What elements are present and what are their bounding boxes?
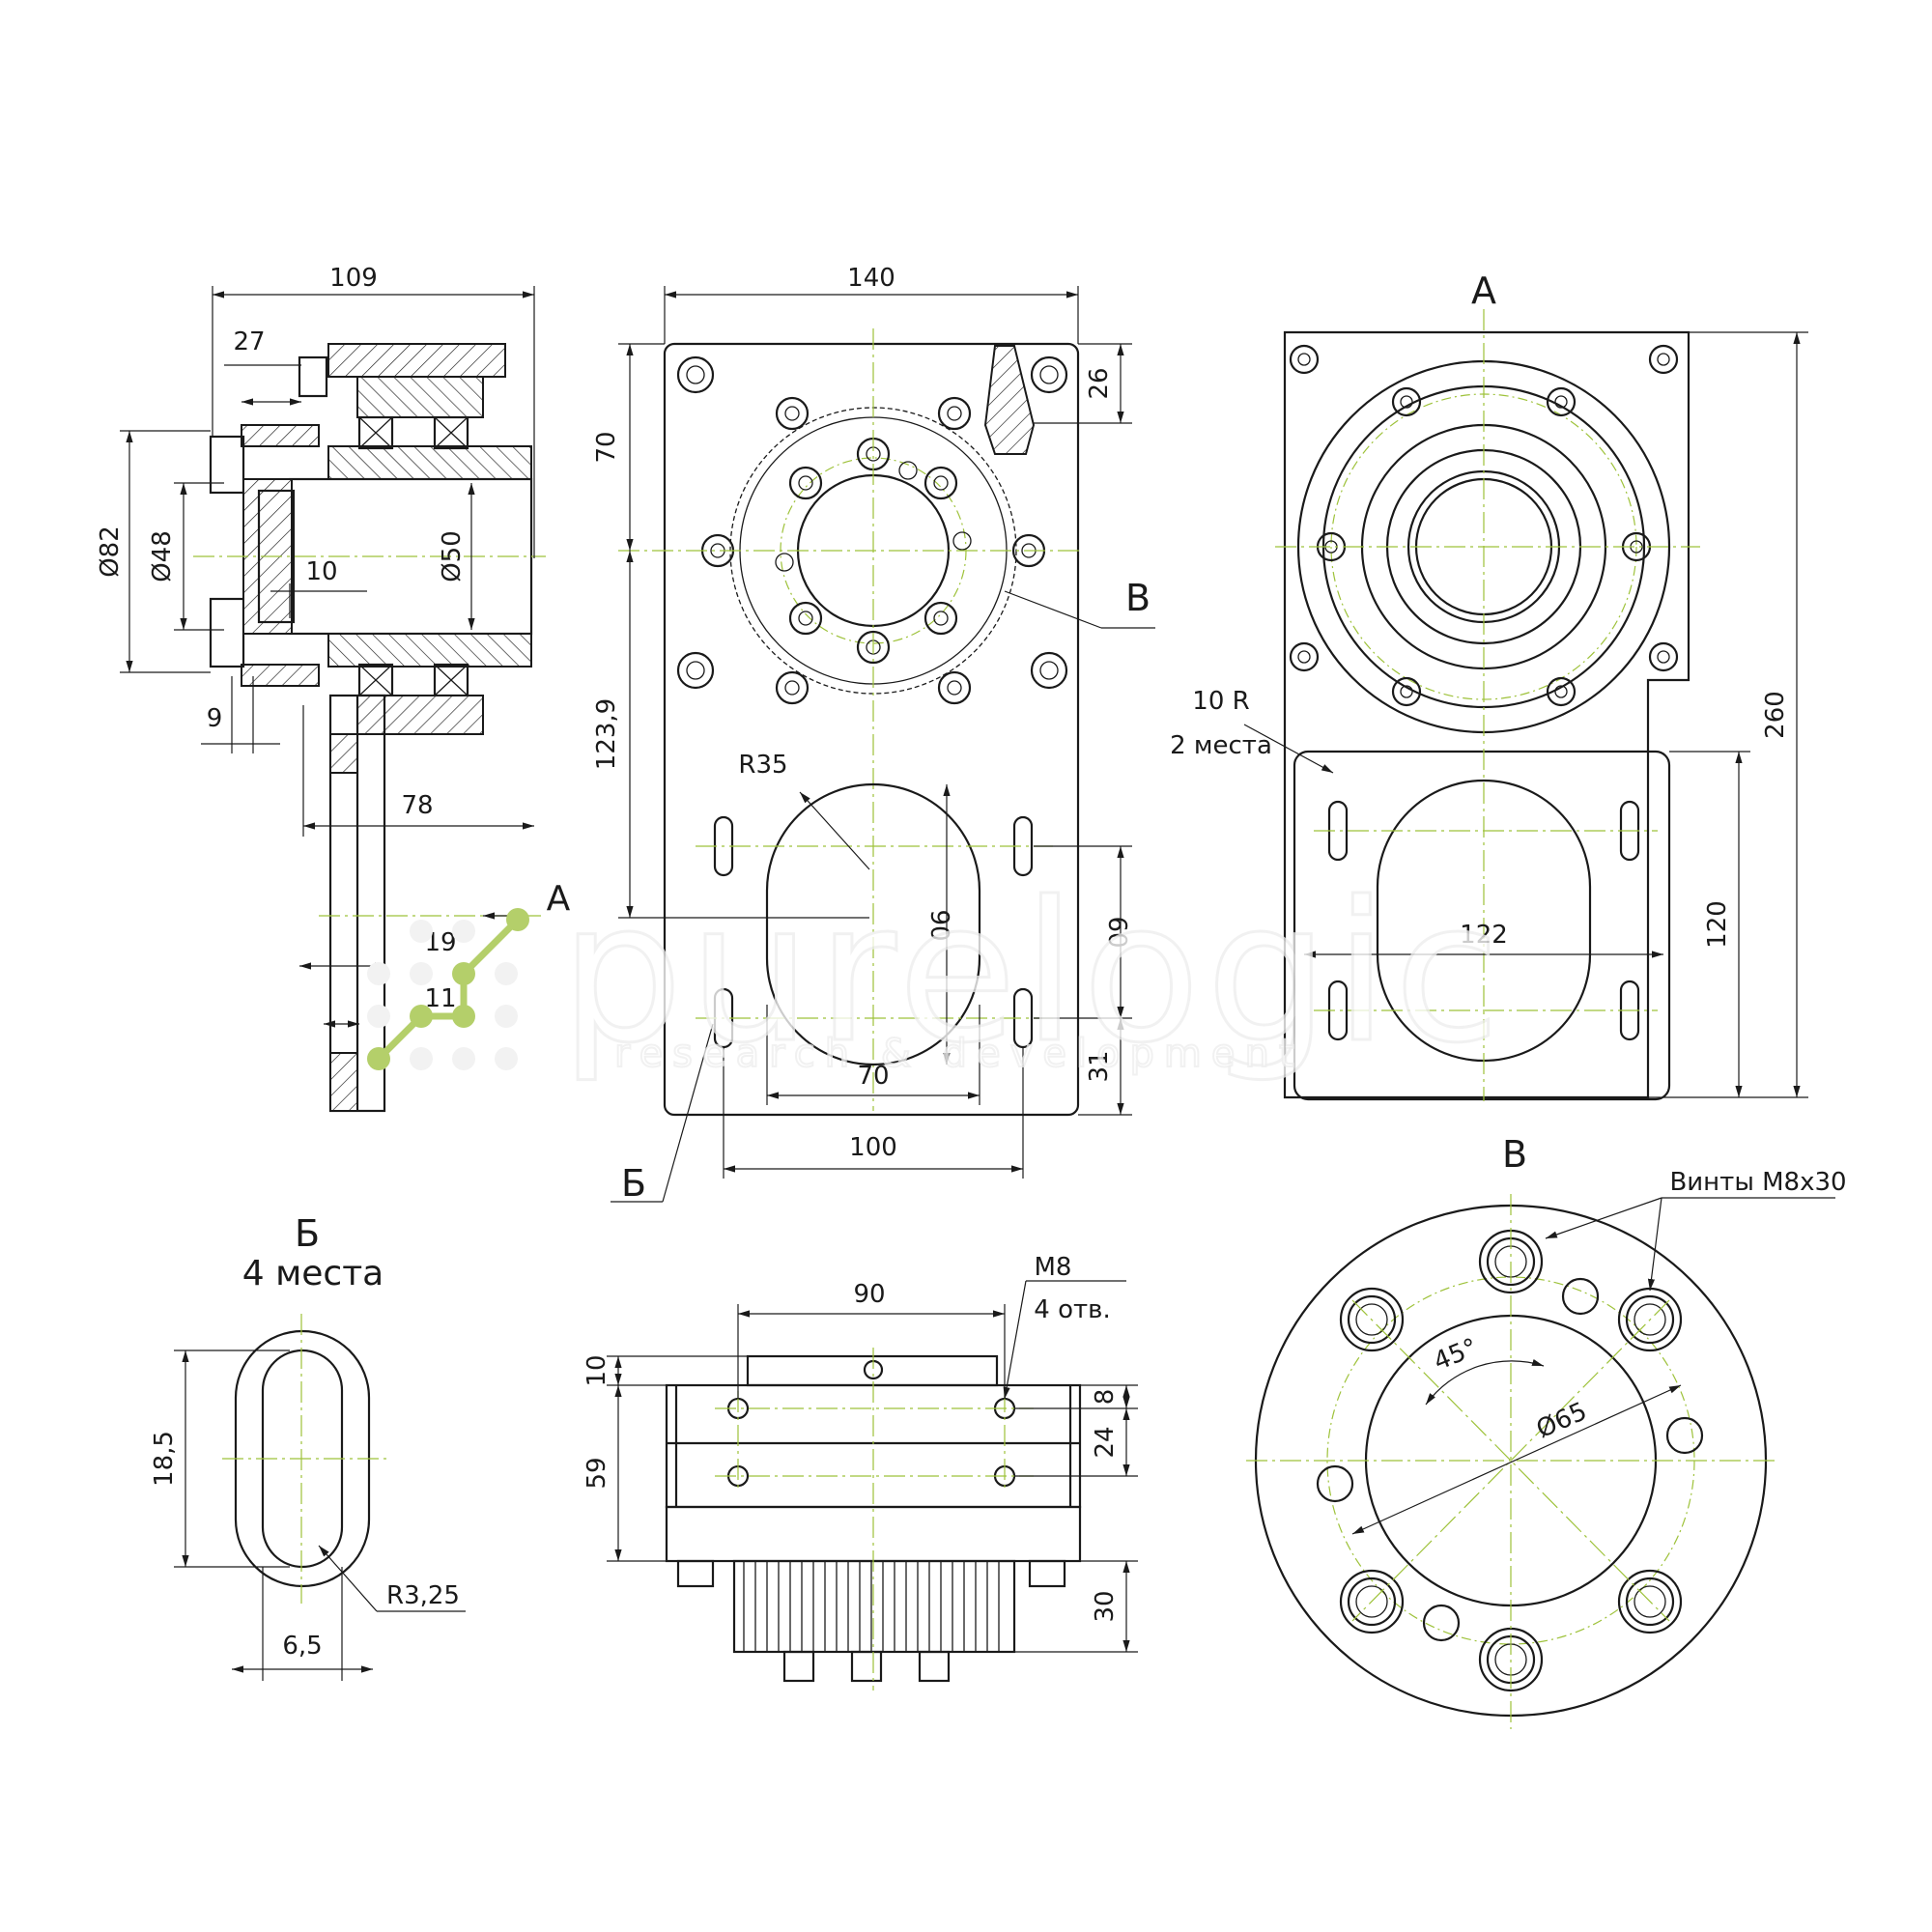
dim-r3-25: R3,25 [386,1581,460,1610]
dim-140: 140 [847,264,895,293]
detail-b-label: Б [621,1162,646,1205]
dim-123-9: 123,9 [592,698,621,770]
detail-slot-title: Б [295,1212,320,1255]
dim-dia-82: Ø82 [96,526,125,578]
dim-dia-50: Ø50 [438,530,467,582]
dim-18-5: 18,5 [150,1431,179,1487]
dim-26: 26 [1085,367,1114,399]
dim-10: 10 [305,557,337,586]
dim-11: 11 [424,984,456,1013]
oval-cutout [765,782,981,1066]
dim-78: 78 [401,791,433,820]
dim-109: 109 [329,264,378,293]
note-screws: Винты M8x30 [1669,1168,1846,1197]
dim-24: 24 [1091,1426,1120,1458]
dim-120: 120 [1703,900,1732,949]
dim-122: 122 [1460,921,1508,950]
corner-screw-br [1030,651,1068,690]
section-v-label: В [1125,577,1151,619]
dim-90-bottom: 90 [853,1280,885,1309]
dim-260: 260 [1761,691,1790,739]
corner-screw-bl [676,651,715,690]
dim-9: 9 [207,704,223,733]
dim-31: 31 [1085,1050,1114,1082]
side-section-view: 109 27 Ø82 Ø48 Ø50 10 9 78 19 11 A [96,264,571,1113]
detail-slot-view: Б 4 места 18,5 R3,25 6,5 [150,1212,466,1681]
dim-70-top: 70 [592,431,621,463]
detail-slot-subtitle: 4 места [242,1254,384,1293]
view-a: А 10 R 2 места [1170,270,1808,1101]
dim-27: 27 [233,327,265,356]
dim-30: 30 [1091,1590,1120,1622]
dim-dia-65: Ø65 [1532,1397,1591,1444]
note-4-holes: 4 отв. [1034,1295,1110,1324]
purelogic-logo-icon [367,908,529,1070]
watermark-brand: purelogic [560,861,1506,1086]
angle-45: 45° [1430,1333,1482,1377]
dim-r35: R35 [738,751,787,780]
dim-90-slot: 90 [924,909,953,941]
view-arrow-a: A [547,879,571,919]
corner-screw-tl [676,355,715,394]
dim-60: 60 [1102,916,1131,948]
dim-10-top: 10 [582,1354,611,1386]
view-v: В Ø65 45° Винты M8x30 [1246,1133,1847,1729]
watermark: purelogic research & development [367,860,1506,1088]
gear-teeth-lines [743,1561,1000,1652]
note-m8: M8 [1035,1253,1072,1282]
dim-59: 59 [582,1457,611,1489]
bottom-gear [732,1559,1016,1654]
view-v-title: В [1502,1133,1527,1176]
bottom-view: 90 M8 4 отв. 10 59 8 24 30 [582,1253,1138,1690]
dim-100: 100 [849,1133,897,1162]
note-10r: 10 R [1192,687,1249,716]
front-view: 140 70 26 123,9 R35 90 60 31 70 100 В [592,264,1155,1205]
dim-8: 8 [1091,1389,1120,1406]
watermark-tagline: research & development [614,1032,1304,1076]
view-a-title: А [1471,270,1496,312]
dim-70-bottom: 70 [857,1062,889,1091]
corner-screw-tr [1030,355,1068,394]
dim-dia-48: Ø48 [148,530,177,582]
dim-6-5: 6,5 [282,1632,322,1661]
note-2-places: 2 места [1170,731,1272,760]
